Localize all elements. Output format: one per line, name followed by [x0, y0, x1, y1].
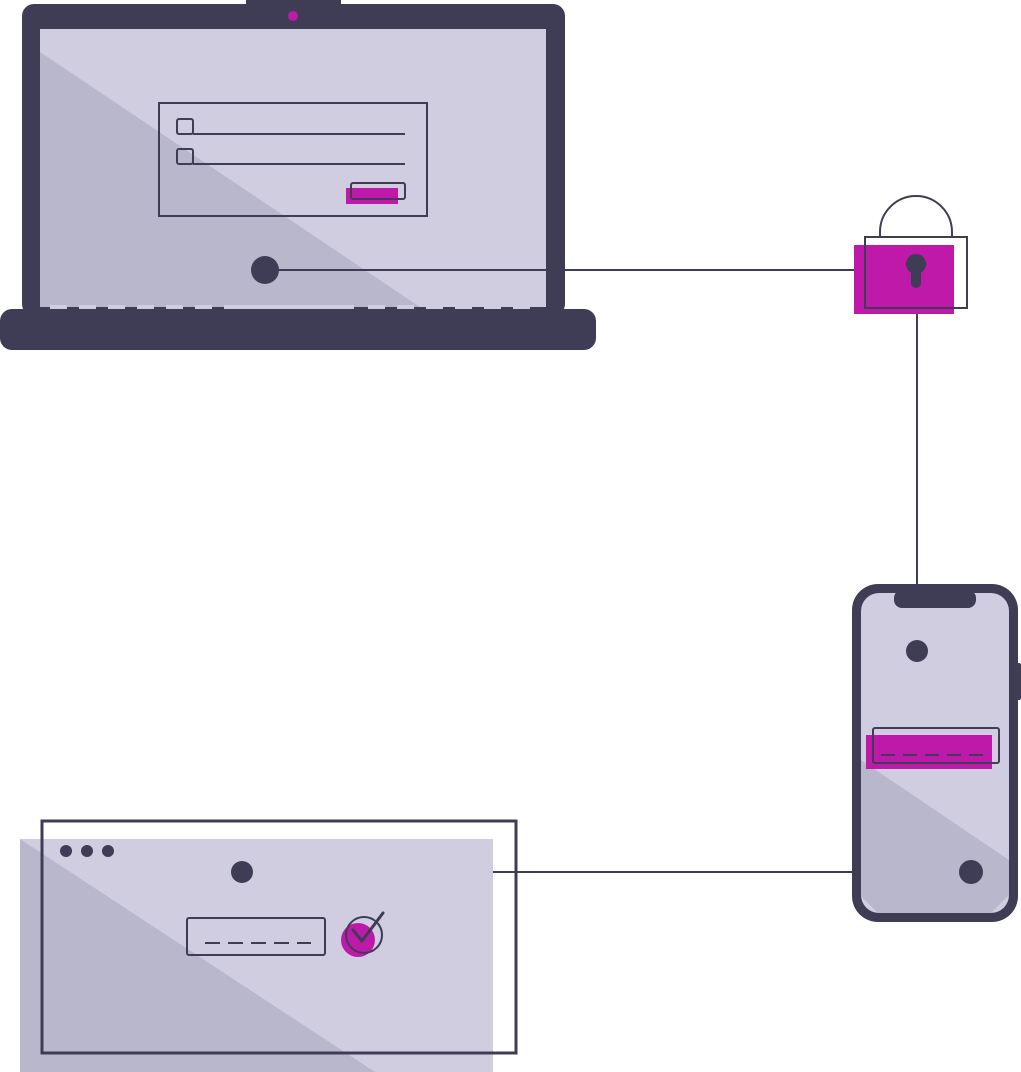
connector-node-laptop	[251, 256, 279, 284]
laptop-screen-shade	[40, 52, 420, 307]
window-dot[interactable]	[81, 845, 93, 857]
checkbox[interactable]	[176, 148, 194, 165]
submit-button-fill	[346, 188, 398, 204]
browser-window-icon	[20, 819, 518, 1072]
login-form-frame	[158, 102, 428, 217]
window-dot[interactable]	[102, 845, 114, 857]
masked-password-field[interactable]	[866, 727, 1000, 769]
laptop-camera	[288, 11, 298, 21]
check-icon	[341, 911, 385, 957]
connector-node-phone-bottom	[959, 860, 983, 884]
checkbox[interactable]	[176, 118, 194, 135]
checkmark	[351, 911, 385, 943]
padlock-shackle	[879, 195, 953, 237]
laptop-camera-housing	[246, 0, 341, 14]
password-field[interactable]	[872, 727, 1000, 764]
padlock-body	[864, 236, 968, 309]
password-field[interactable]	[186, 917, 326, 956]
login-form	[158, 102, 428, 217]
laptop-keys	[50, 305, 530, 310]
padlock-icon	[854, 195, 968, 314]
browser-frame	[40, 819, 518, 1055]
check-badge-ring	[345, 916, 383, 954]
connector-node-browser	[231, 861, 253, 883]
submit-button[interactable]	[350, 182, 406, 200]
laptop-base	[0, 309, 596, 350]
padlock-keyhole-slot	[911, 264, 921, 288]
window-dot[interactable]	[60, 845, 72, 857]
phone-notch	[894, 590, 976, 608]
check-badge-fill	[341, 923, 375, 957]
connector-node-phone-top	[906, 640, 928, 662]
window-dots	[60, 845, 114, 857]
padlock-body-fill	[854, 245, 954, 314]
laptop-icon	[0, 0, 596, 350]
masked-password-field[interactable]	[186, 917, 326, 956]
smartphone-icon	[852, 584, 1021, 922]
